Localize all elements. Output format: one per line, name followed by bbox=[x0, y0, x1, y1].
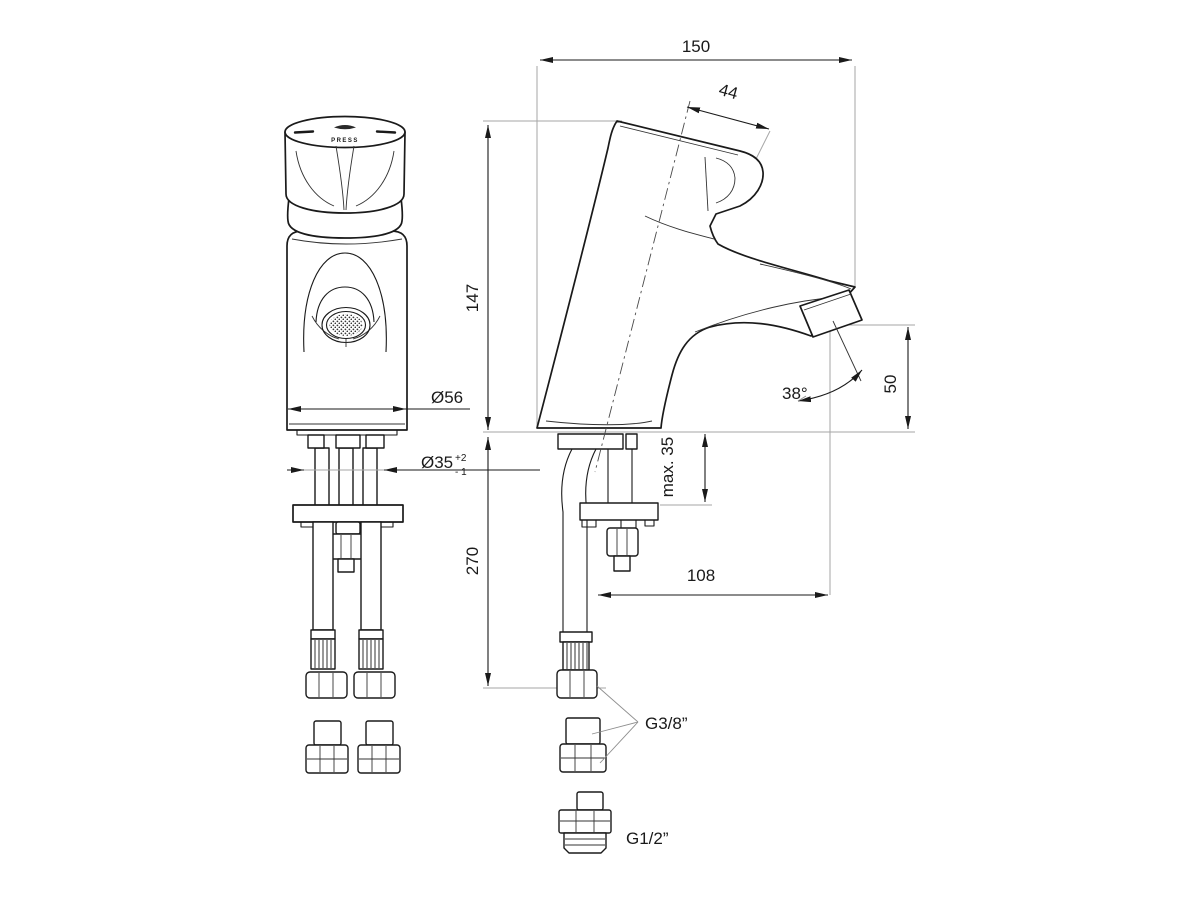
dimension-spout-reach: 108 bbox=[598, 566, 828, 598]
front-loose-nuts bbox=[305, 720, 401, 774]
dimension-spout-angle: 38° bbox=[782, 320, 863, 403]
side-adapter-g38 bbox=[559, 717, 607, 773]
dimension-body-diameter: Ø56 bbox=[288, 388, 470, 412]
dim-height-above-deck-label: 147 bbox=[463, 284, 482, 312]
side-adapter-g12 bbox=[558, 791, 612, 854]
front-hoses bbox=[305, 521, 396, 699]
label-hose-thread: G3/8” bbox=[591, 685, 688, 764]
dimension-hole-diameter: Ø35 +2 - 1 bbox=[287, 453, 540, 478]
dimensions: 150 44 147 270 Ø56 Ø35 +2 - 1 bbox=[287, 37, 911, 848]
brand-logo-icon bbox=[334, 125, 356, 130]
dimension-max-deck-thickness: max. 35 bbox=[658, 434, 708, 502]
dim-spout-angle-label: 38° bbox=[782, 384, 808, 403]
side-view bbox=[536, 100, 863, 854]
front-fixing-nut bbox=[329, 521, 364, 573]
dim-handle-offset-label: 44 bbox=[717, 80, 740, 103]
front-body bbox=[286, 230, 408, 436]
dim-body-diameter-label: Ø56 bbox=[431, 388, 463, 407]
adapter-thread-label: G1/2” bbox=[626, 829, 669, 848]
hose-braid-right bbox=[358, 638, 384, 670]
dim-max-deck-label: max. 35 bbox=[658, 437, 677, 497]
label-adapter-thread: G1/2” bbox=[626, 829, 669, 848]
side-outlet bbox=[799, 289, 863, 338]
centerline bbox=[594, 100, 691, 473]
front-view: PRESS bbox=[284, 115, 408, 774]
side-fixing-nut bbox=[606, 527, 639, 572]
side-mounting-plate bbox=[579, 502, 659, 529]
side-gasket bbox=[557, 433, 624, 450]
front-base-tabs bbox=[307, 434, 385, 449]
side-underdeck bbox=[556, 433, 659, 699]
hose-thread-label: G3/8” bbox=[645, 714, 688, 733]
dimension-handle-offset: 44 bbox=[686, 80, 770, 130]
dimension-overall-depth: 150 bbox=[540, 37, 852, 63]
dimension-outlet-height: 50 bbox=[881, 327, 911, 429]
knob-press-label: PRESS bbox=[331, 138, 359, 144]
dimension-height-above-deck: 147 bbox=[463, 125, 491, 430]
dim-hole-tol-plus: +2 bbox=[455, 453, 467, 464]
dim-hole-tol-minus: - 1 bbox=[455, 467, 467, 478]
side-hose-end bbox=[556, 631, 598, 699]
aerator-icon bbox=[321, 306, 371, 347]
dim-height-below-deck-label: 270 bbox=[463, 547, 482, 575]
front-knob: PRESS bbox=[284, 115, 406, 239]
dim-spout-reach-label: 108 bbox=[687, 566, 715, 585]
dim-outlet-height-label: 50 bbox=[881, 375, 900, 394]
hose-braid-left bbox=[310, 638, 336, 670]
front-supply-stems bbox=[314, 447, 378, 509]
dim-hole-diameter-label: Ø35 bbox=[421, 453, 453, 472]
dimension-height-below-deck: 270 bbox=[463, 437, 491, 686]
side-body bbox=[536, 120, 863, 429]
dim-overall-depth-label: 150 bbox=[682, 37, 710, 56]
